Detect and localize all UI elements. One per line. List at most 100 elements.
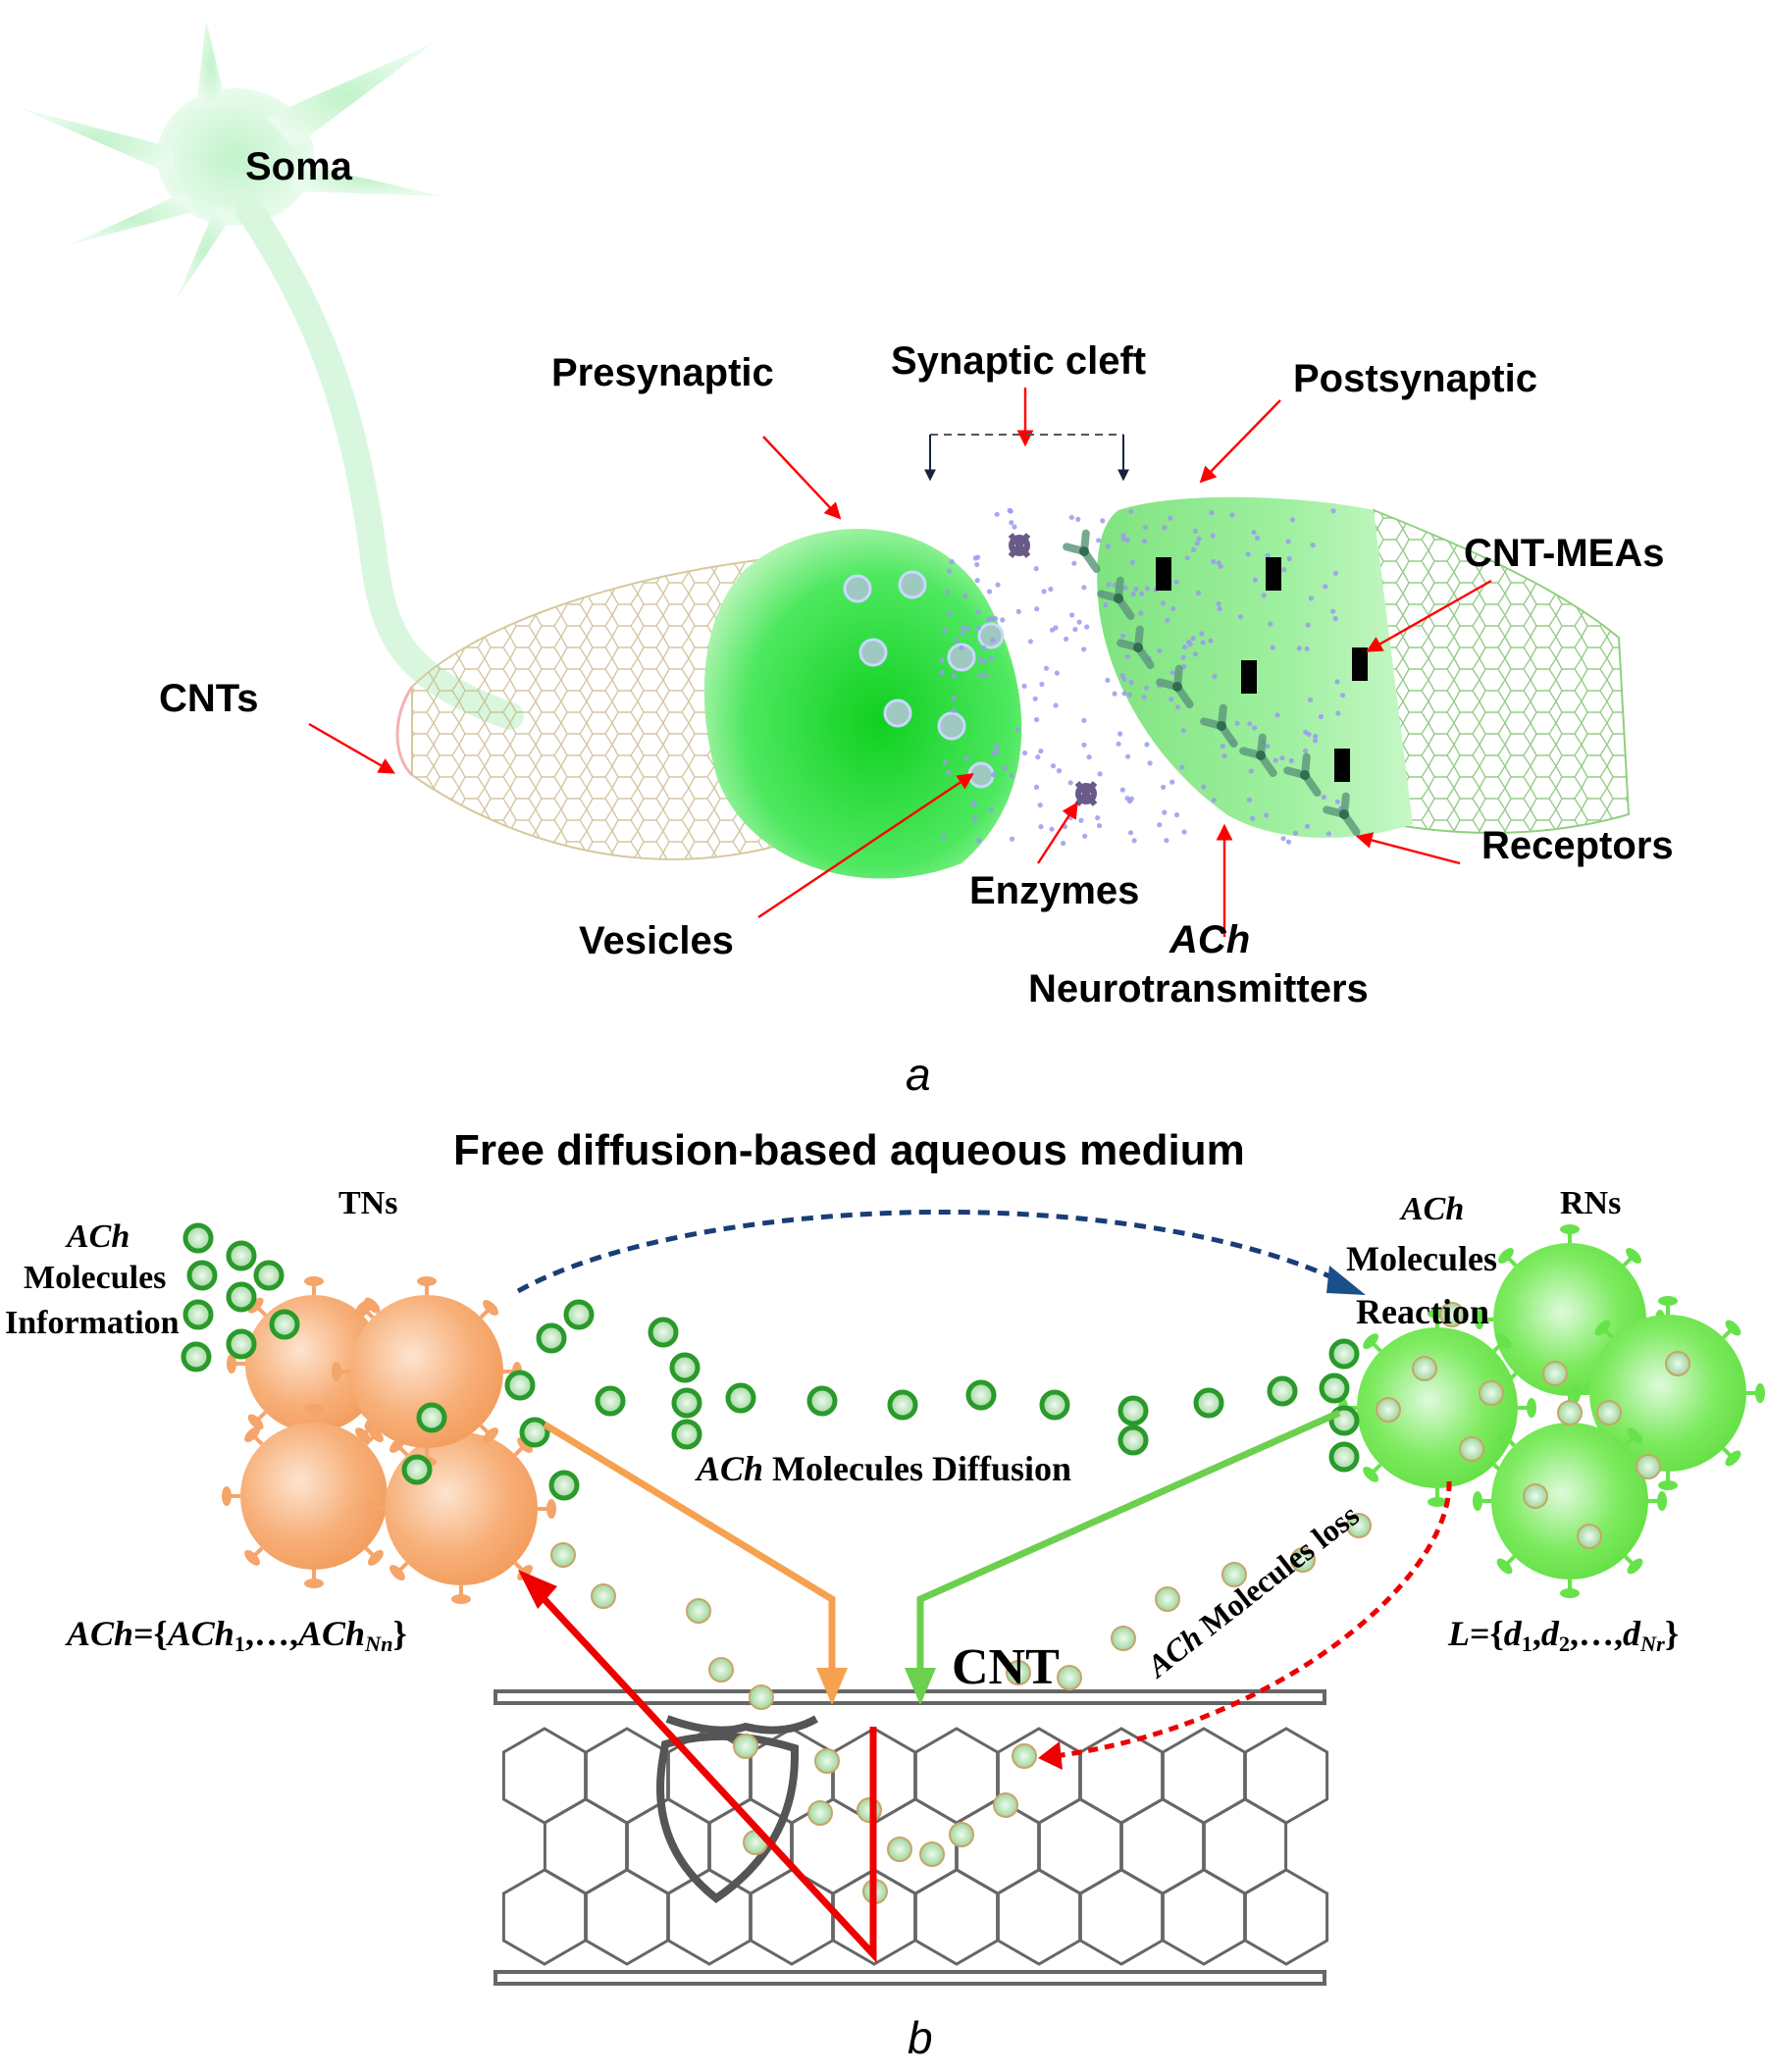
neurotransmitter-dot (1305, 622, 1311, 628)
neurotransmitter-dot (1033, 566, 1039, 572)
neurotransmitter-dot (1199, 631, 1205, 637)
neurotransmitter-dot (951, 696, 957, 701)
ach-molecule (1523, 1483, 1548, 1509)
formula-dnr: d (1623, 1614, 1641, 1653)
cnt-hexagon (501, 1727, 588, 1825)
cnt-hexagon (501, 1868, 588, 1966)
neurotransmitter-dot (1180, 728, 1186, 734)
neurotransmitter-dot (942, 627, 948, 633)
neurotransmitter-dot (965, 626, 971, 632)
neurotransmitter-dot (1012, 524, 1017, 530)
neurotransmitter-dot (1280, 836, 1286, 842)
ach-molecule (1412, 1356, 1437, 1381)
neurotransmitter-dot (1318, 713, 1324, 720)
neurotransmitter-dot (1119, 673, 1125, 679)
label-ach: ACh (1169, 918, 1251, 961)
ach-molecule (1346, 1513, 1372, 1538)
neurotransmitter-dot (1100, 518, 1106, 524)
ach-molecule (1221, 1562, 1247, 1587)
ach-molecule (1376, 1397, 1401, 1423)
neurotransmitter-dot (1200, 640, 1206, 646)
neurotransmitter-dot (976, 656, 983, 662)
ach-molecule (226, 1281, 257, 1313)
neurotransmitter-dot (1250, 815, 1256, 821)
neurotransmitter-dot (1211, 798, 1217, 803)
ach-molecule (1459, 1436, 1484, 1462)
ach-molecule (550, 1542, 576, 1568)
label-receptors: Receptors (1481, 824, 1674, 867)
label-mr-ach: ACh (1401, 1191, 1465, 1227)
vesicles (843, 570, 1005, 789)
neurotransmitter-dot (947, 568, 953, 574)
cnt-hexagon (749, 1868, 835, 1966)
formula-dots: ,…, (244, 1614, 298, 1653)
neurotransmitter-dot (961, 630, 966, 637)
cnt-channel (493, 1689, 1329, 1986)
neurotransmitter-dot (1064, 636, 1069, 642)
neurotransmitter-dot (1191, 546, 1197, 553)
ach-molecule (1636, 1454, 1661, 1479)
neurotransmitter-dot (1120, 633, 1126, 639)
neurotransmitter-dot (971, 816, 978, 822)
neurotransmitter-dot (1009, 520, 1014, 526)
neurotransmitter-dot (1033, 784, 1040, 791)
neurotransmitter-dot (939, 657, 945, 663)
label-enzymes: Enzymes (969, 869, 1140, 912)
ach-molecule (887, 1837, 912, 1862)
label-presynaptic: Presynaptic (551, 351, 774, 394)
neurotransmitter-dot (1173, 579, 1179, 585)
ach-molecule (671, 1419, 702, 1450)
receptor (1097, 576, 1135, 621)
neurotransmitter-dot (989, 655, 995, 661)
neurotransmitter-dot (1105, 544, 1111, 549)
ach-molecule (1479, 1380, 1504, 1406)
neurotransmitter-dot (1131, 838, 1137, 844)
neurotransmitter-dot (951, 707, 958, 713)
neurotransmitter-dot (1097, 771, 1103, 777)
neurotransmitter-dot (1157, 648, 1163, 653)
neurotransmitter-dot (1147, 760, 1153, 766)
neurotransmitter-dot (1082, 833, 1088, 839)
neurotransmitter-dot (1014, 727, 1020, 733)
arrow-enzymes (1036, 802, 1078, 864)
ach-molecule (965, 1379, 997, 1411)
ach-molecule (504, 1370, 536, 1401)
ach-molecule (182, 1222, 214, 1254)
arrow-cnt-meas (1366, 579, 1492, 652)
label-neurotransmitters: Neurotransmitters (1028, 967, 1369, 1010)
ach-molecule (1039, 1389, 1070, 1421)
ach-molecule (181, 1341, 212, 1373)
neurotransmitter-dot (993, 616, 999, 622)
neurotransmitter-dot (1125, 753, 1131, 759)
neurotransmitter-dot (1194, 541, 1200, 546)
arrow-receptors (1355, 832, 1461, 865)
label-mi-information: Information (5, 1305, 180, 1341)
neurotransmitter-dot (951, 673, 957, 679)
neurotransmitter-dot (960, 625, 966, 631)
neurotransmitter-dot (1292, 830, 1299, 836)
neurotransmitter-dot (990, 772, 997, 778)
ach-molecule (1117, 1424, 1149, 1456)
ach-molecule (595, 1385, 626, 1417)
neurotransmitter-dot (988, 807, 995, 813)
neurotransmitter-dot (1127, 830, 1134, 836)
neurotransmitter-dot (975, 609, 981, 615)
neurotransmitter-dot (1303, 729, 1309, 736)
neurotransmitter-dot (959, 645, 964, 650)
neurotransmitter-dot (954, 637, 960, 643)
neurotransmitter-dot (1286, 555, 1292, 562)
neurotransmitter-dot (970, 802, 977, 807)
ach-molecule (1557, 1400, 1583, 1425)
ach-molecule (253, 1260, 285, 1291)
transmission-arc-head (1326, 1266, 1366, 1295)
formula-comma: , (1532, 1614, 1541, 1653)
neurotransmitter-dot (1330, 508, 1336, 514)
neurotransmitter-dot (1141, 539, 1147, 544)
neurotransmitter-dot (1245, 551, 1251, 557)
arrow-vesicles (757, 773, 974, 918)
neurotransmitter-dot (1105, 677, 1111, 684)
tn-cell (222, 1404, 406, 1588)
label-molecules-information: ACh (67, 1215, 130, 1260)
